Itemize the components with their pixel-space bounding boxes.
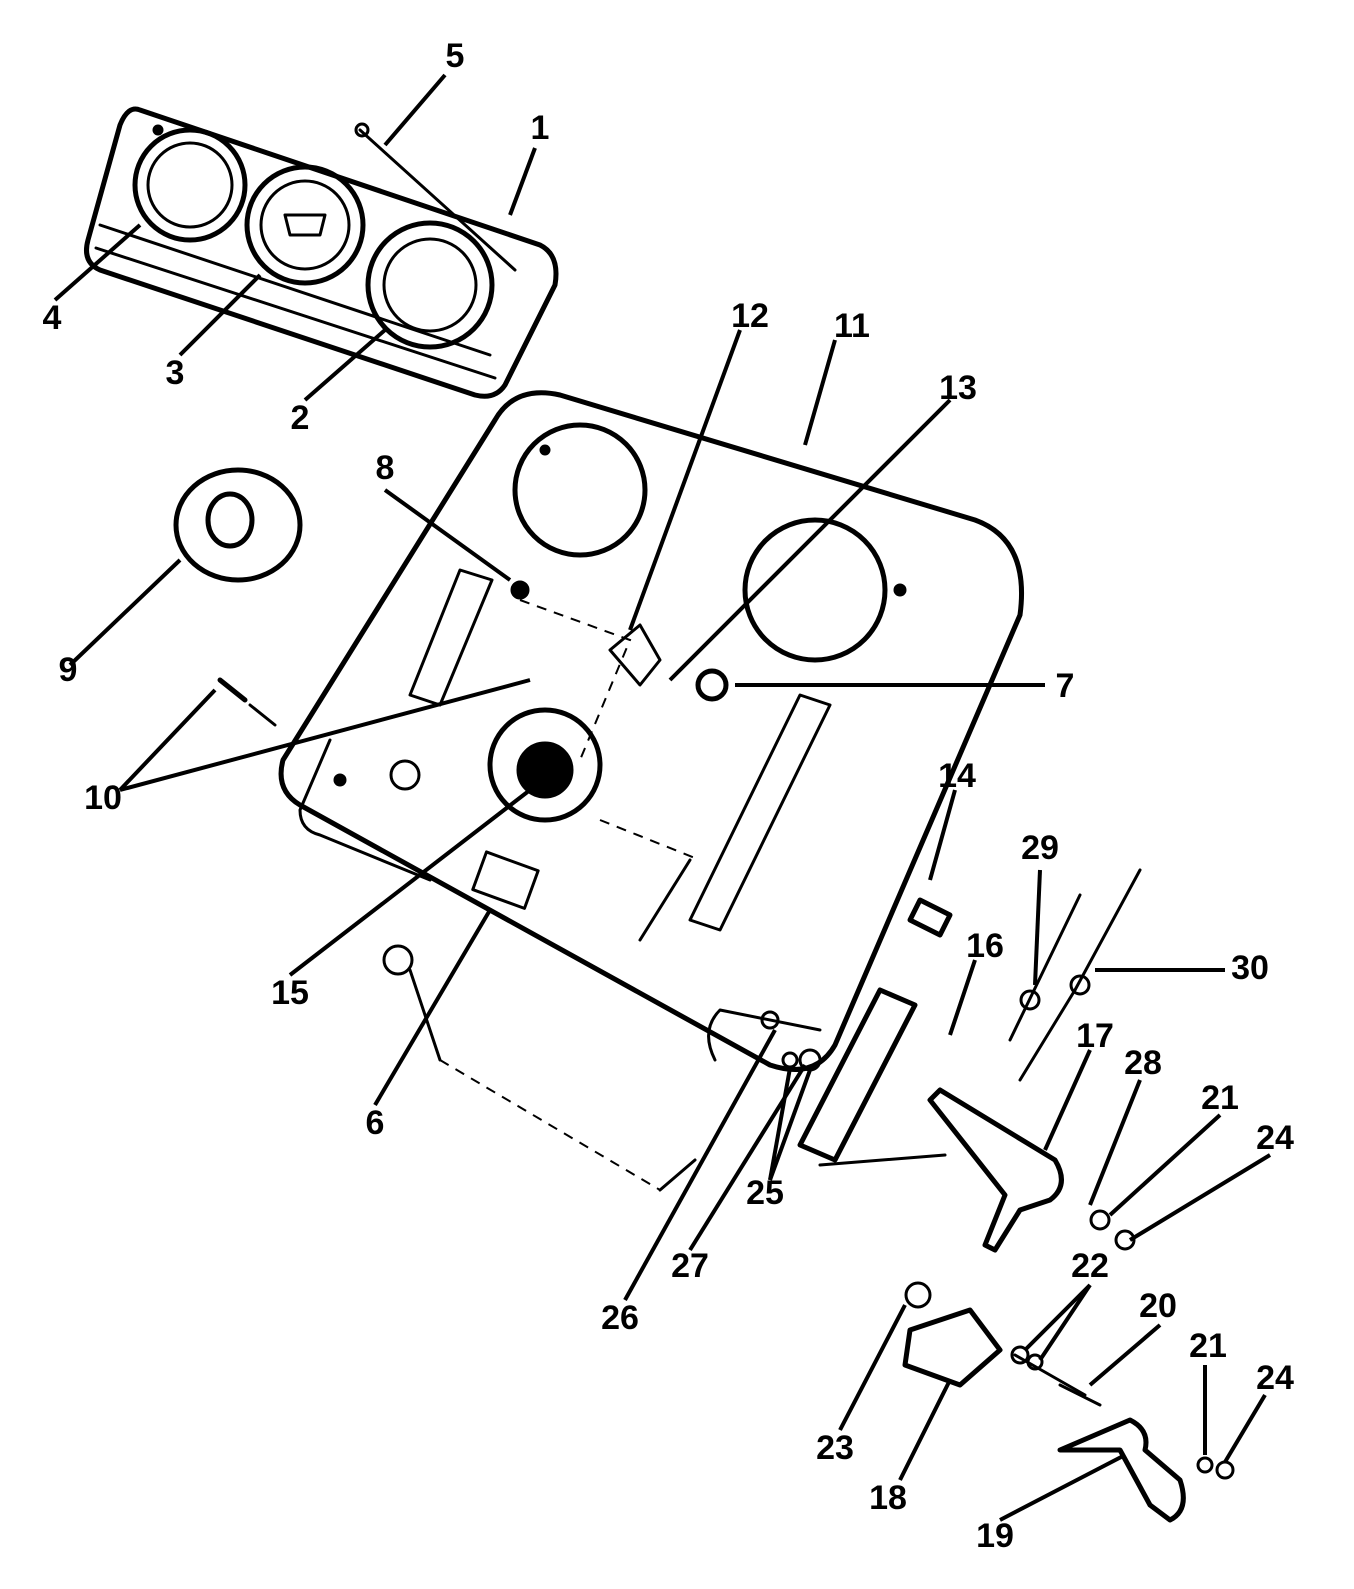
light-7 <box>695 668 729 702</box>
callout-29: 29 <box>1021 829 1059 867</box>
panel-opening-upper-right <box>742 517 888 663</box>
callout-15: 15 <box>271 974 309 1012</box>
lower-right-parts <box>902 1281 1235 1523</box>
gauge-3 <box>244 164 366 286</box>
panel-opening-upper-left <box>512 422 648 558</box>
callout-23: 23 <box>816 1429 854 1467</box>
gauge-2 <box>365 220 495 350</box>
callout-18: 18 <box>869 1479 907 1517</box>
callout-13: 13 <box>939 369 977 407</box>
callout-1: 1 <box>531 109 550 147</box>
callout-19: 19 <box>976 1517 1014 1555</box>
lever-19 <box>1057 1417 1186 1523</box>
callout-labels: 1 2 3 4 5 6 7 8 9 10 11 12 13 14 15 16 1… <box>43 37 1294 1555</box>
callout-20: 20 <box>1139 1287 1177 1325</box>
grommet-9 <box>173 467 303 583</box>
linkage-assembly <box>760 868 1142 1253</box>
bracket-16 <box>797 987 918 1163</box>
callout-21-upper: 21 <box>1201 1079 1239 1117</box>
callout-26: 26 <box>601 1299 639 1337</box>
bracket-lower-left <box>382 944 697 1192</box>
callout-10: 10 <box>84 779 122 817</box>
callout-17: 17 <box>1076 1017 1114 1055</box>
callout-21-lower: 21 <box>1189 1327 1227 1365</box>
callout-4: 4 <box>43 299 62 337</box>
bracket-12 <box>608 623 662 687</box>
cable-30 <box>1069 974 1091 996</box>
callout-22: 22 <box>1071 1247 1109 1285</box>
callout-6: 6 <box>366 1104 385 1142</box>
plate-18 <box>902 1307 1003 1388</box>
screw-5 <box>354 122 370 138</box>
callout-3: 3 <box>166 354 185 392</box>
screw-10 <box>217 677 277 727</box>
callout-8: 8 <box>376 449 395 487</box>
callout-12: 12 <box>731 297 769 335</box>
gauge-cluster <box>84 106 559 399</box>
callout-7: 7 <box>1056 667 1075 705</box>
leader-lines <box>53 73 1272 1522</box>
washer-23 <box>904 1281 932 1309</box>
gauge-4 <box>132 127 248 243</box>
callout-14: 14 <box>938 757 976 795</box>
callout-27: 27 <box>671 1247 709 1285</box>
callout-9: 9 <box>59 651 78 689</box>
callout-5: 5 <box>446 37 465 75</box>
callout-28: 28 <box>1124 1044 1162 1082</box>
clip-14 <box>907 897 953 938</box>
callout-16: 16 <box>966 927 1004 965</box>
panel-opening-lower <box>487 707 603 823</box>
dash-panel <box>278 390 1025 1072</box>
knob-15 <box>516 741 574 799</box>
callout-2: 2 <box>291 399 310 437</box>
callout-24-lower: 24 <box>1256 1359 1294 1397</box>
cable-29 <box>1019 989 1041 1011</box>
lever-17 <box>927 1087 1064 1253</box>
callout-25: 25 <box>746 1174 784 1212</box>
callout-24-upper: 24 <box>1256 1119 1294 1157</box>
switch-8 <box>510 580 530 600</box>
callout-30: 30 <box>1231 949 1269 987</box>
callout-11: 11 <box>834 307 870 345</box>
